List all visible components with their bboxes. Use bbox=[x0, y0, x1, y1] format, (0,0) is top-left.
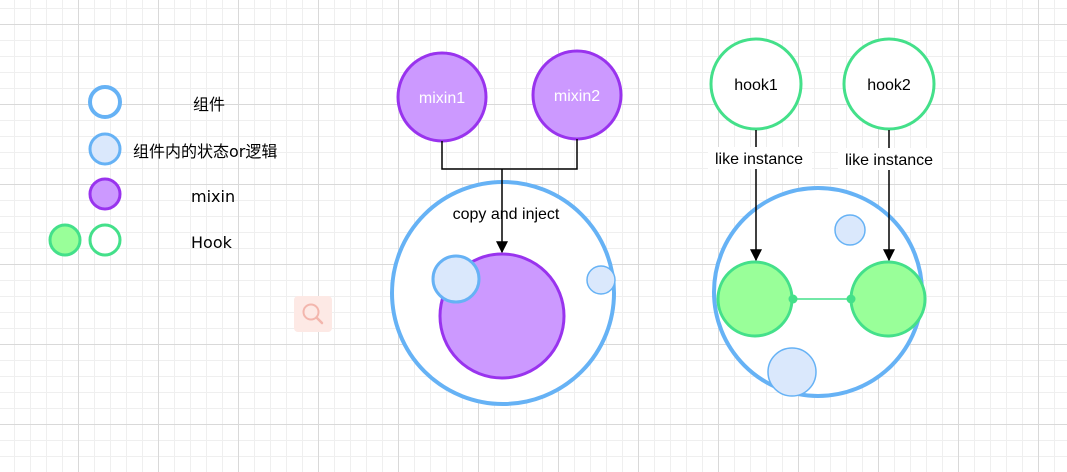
mixin-edge-label: copy and inject bbox=[453, 206, 560, 223]
hook1-node[interactable] bbox=[709, 37, 803, 131]
hook2-instance-node[interactable] bbox=[849, 260, 927, 338]
search-icon bbox=[302, 303, 324, 325]
mixin-state-node-large[interactable] bbox=[431, 254, 481, 304]
mixin-state-node-small[interactable] bbox=[586, 265, 616, 295]
hook1-label: hook1 bbox=[734, 77, 778, 94]
legend-hook-filled-swatch bbox=[48, 223, 82, 257]
legend-state-label: 组件内的状态or逻辑 bbox=[133, 142, 277, 161]
hook-link-dot-right bbox=[846, 294, 856, 304]
hook1-edge-label: like instance bbox=[715, 151, 803, 168]
mixin-diagram: mixin1 mixin2 copy and inject bbox=[390, 49, 623, 406]
legend-component-label: 组件 bbox=[193, 95, 225, 114]
legend: 组件 组件内的状态or逻辑 mixin Hook bbox=[48, 85, 277, 257]
zoom-button[interactable] bbox=[294, 296, 332, 332]
hook1-instance-node[interactable] bbox=[716, 260, 794, 338]
mixin1-label: mixin1 bbox=[419, 90, 465, 107]
hook2-label: hook2 bbox=[867, 77, 911, 94]
legend-state-swatch bbox=[88, 132, 122, 166]
hook2-node[interactable] bbox=[842, 37, 936, 131]
mixin2-label: mixin2 bbox=[554, 88, 600, 105]
hook-diagram: hook1 hook2 like instance like instance bbox=[708, 37, 942, 398]
hook-state-node-bottom[interactable] bbox=[767, 347, 817, 397]
legend-hook-outline-swatch bbox=[88, 223, 122, 257]
legend-hook-label: Hook bbox=[191, 233, 233, 252]
legend-component-swatch bbox=[88, 85, 122, 119]
legend-mixin-swatch bbox=[88, 177, 122, 211]
hook-state-node-top[interactable] bbox=[834, 214, 866, 246]
hook2-edge-label: like instance bbox=[845, 152, 933, 169]
mixin-merge-connector bbox=[441, 139, 578, 170]
hook-link-dot-left bbox=[788, 294, 798, 304]
legend-mixin-label: mixin bbox=[191, 187, 235, 206]
